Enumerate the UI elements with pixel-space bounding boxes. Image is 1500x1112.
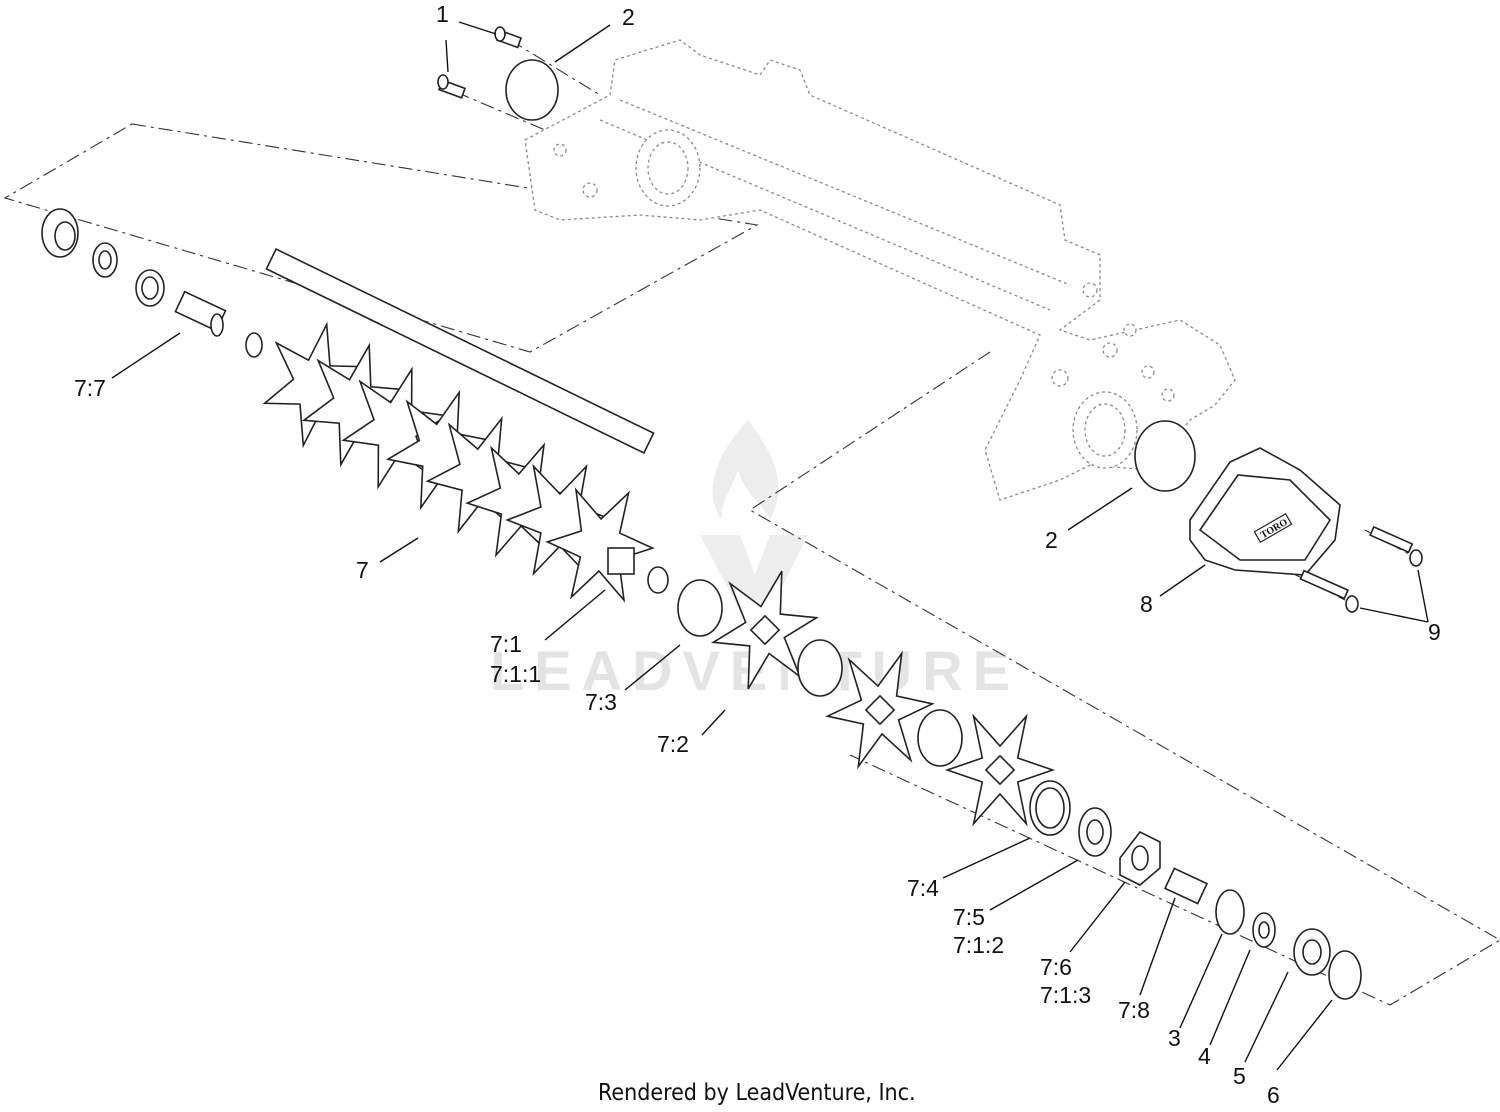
callout-7-1: 7:1	[490, 631, 522, 657]
callout-3: 3	[1168, 1025, 1181, 1051]
callout-7-1-2: 7:1:2	[953, 932, 1004, 958]
spacer-part-7-3	[677, 579, 963, 767]
left-bearing-stack	[41, 208, 165, 307]
bolt-part-9	[1299, 525, 1423, 613]
callout-9: 9	[1428, 619, 1441, 645]
callout-7: 7	[356, 557, 369, 583]
callout-labels: 1 2 2 8 9 7:7 7 7:1 7:1:1 7:3 7:2 7:4 7:…	[74, 1, 1441, 1108]
callout-7-1-3: 7:1:3	[1040, 982, 1091, 1008]
shaft-tube-end	[647, 566, 669, 594]
spider-hub	[864, 694, 896, 726]
spider-hub	[984, 754, 1016, 786]
callout-2-top: 2	[622, 4, 635, 30]
callout-7-2: 7:2	[657, 731, 689, 757]
callout-4: 4	[1198, 1043, 1211, 1069]
callout-1: 1	[436, 1, 449, 27]
spider-hub-part-7-1	[607, 547, 635, 575]
reel-frame	[524, 39, 1236, 501]
spider-blade	[545, 487, 655, 603]
callout-7-5: 7:5	[953, 904, 985, 930]
footer-credit: Rendered by LeadVenture, Inc.	[598, 1080, 916, 1106]
shaft-end-part-7-7	[174, 290, 227, 337]
callout-6: 6	[1267, 1082, 1280, 1108]
callout-7-7: 7:7	[74, 375, 106, 401]
right-bearing-stack	[1029, 780, 1362, 1000]
bolt-part-1	[437, 26, 523, 99]
callout-2-right: 2	[1045, 527, 1058, 553]
o-ring-part-2	[505, 59, 1196, 492]
callout-7-1-1: 7:1:1	[490, 661, 541, 687]
callout-5: 5	[1233, 1063, 1246, 1089]
callout-7-4: 7:4	[907, 875, 939, 901]
callout-7-8: 7:8	[1118, 997, 1150, 1023]
spider-hub	[749, 614, 781, 646]
reel-assembly-part-7	[245, 247, 655, 455]
leader-lines	[111, 21, 1429, 1071]
spider-blades	[262, 321, 1056, 827]
callout-7-3: 7:3	[585, 689, 617, 715]
callout-7-6: 7:6	[1040, 954, 1072, 980]
bearing-cover-part-8: TORO	[1189, 447, 1341, 576]
callout-8: 8	[1140, 591, 1153, 617]
